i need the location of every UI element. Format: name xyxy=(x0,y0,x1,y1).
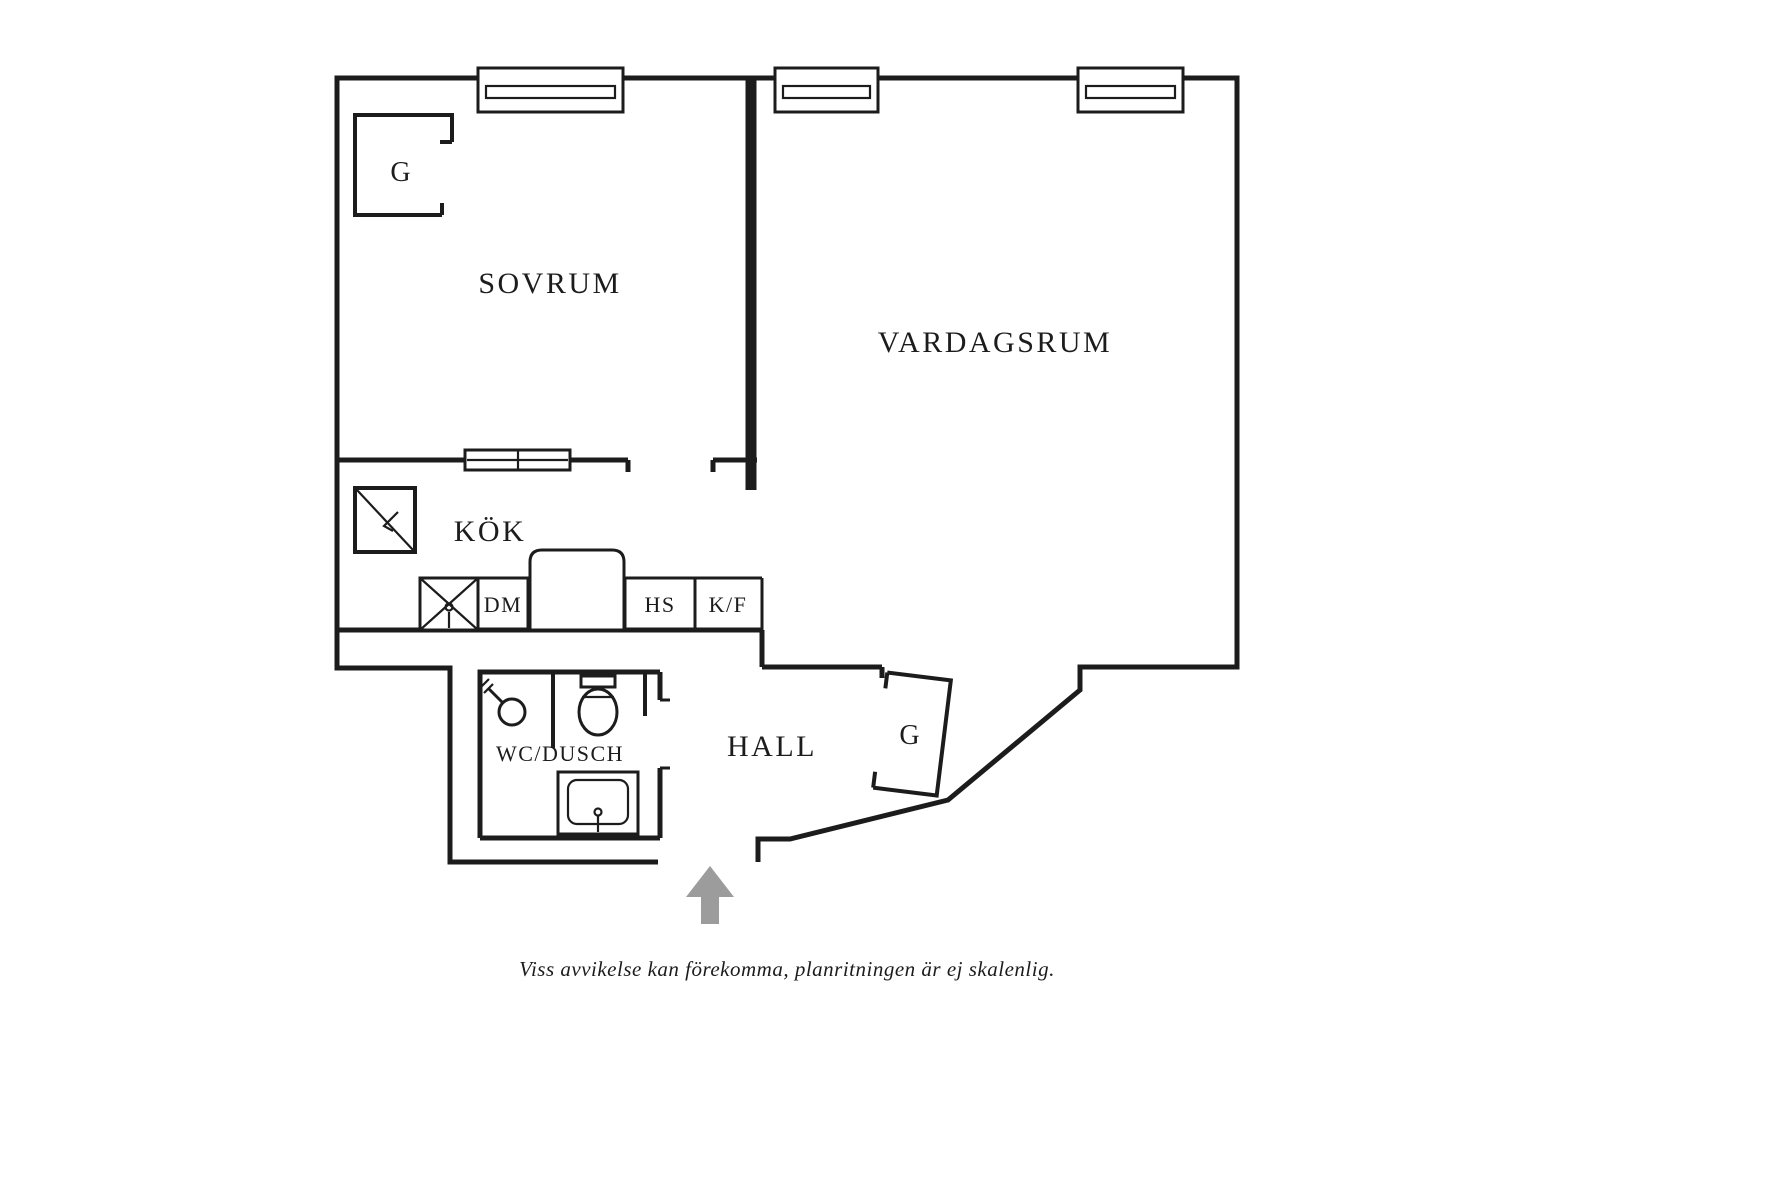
window-icon xyxy=(476,66,625,114)
bedroom-label: SOVRUM xyxy=(478,267,621,300)
interior-window-icon xyxy=(463,448,572,472)
hall-closet xyxy=(871,670,954,798)
exterior-wall xyxy=(334,75,1240,865)
dishwasher-label: DM xyxy=(484,592,522,617)
stove-unit xyxy=(528,548,626,632)
bathroom-walls xyxy=(477,669,670,841)
shower-icon xyxy=(479,678,527,727)
hall-label: HALL xyxy=(727,730,817,763)
window-icon xyxy=(1076,66,1185,114)
kitchen-label: KÖK xyxy=(454,515,527,548)
sink-icon xyxy=(418,576,480,632)
toilet-icon xyxy=(577,674,619,737)
entrance-arrow-icon xyxy=(686,866,734,924)
bedroom-closet xyxy=(353,113,454,217)
kitchen-counter xyxy=(478,548,764,632)
chimney-icon xyxy=(353,486,417,554)
window-icon xyxy=(773,66,880,114)
fridge-freezer-label: K/F xyxy=(709,592,748,617)
tall-cabinet-label: HS xyxy=(644,592,675,617)
disclaimer: Viss avvikelse kan förekomma, planritnin… xyxy=(519,957,1055,981)
living-room-label: VARDAGSRUM xyxy=(878,326,1113,359)
closet-label-bedroom: G xyxy=(390,157,411,188)
washbasin-icon xyxy=(556,770,640,836)
closet-label-hall: G xyxy=(899,720,920,751)
bathroom-label: WC/DUSCH xyxy=(496,741,624,766)
